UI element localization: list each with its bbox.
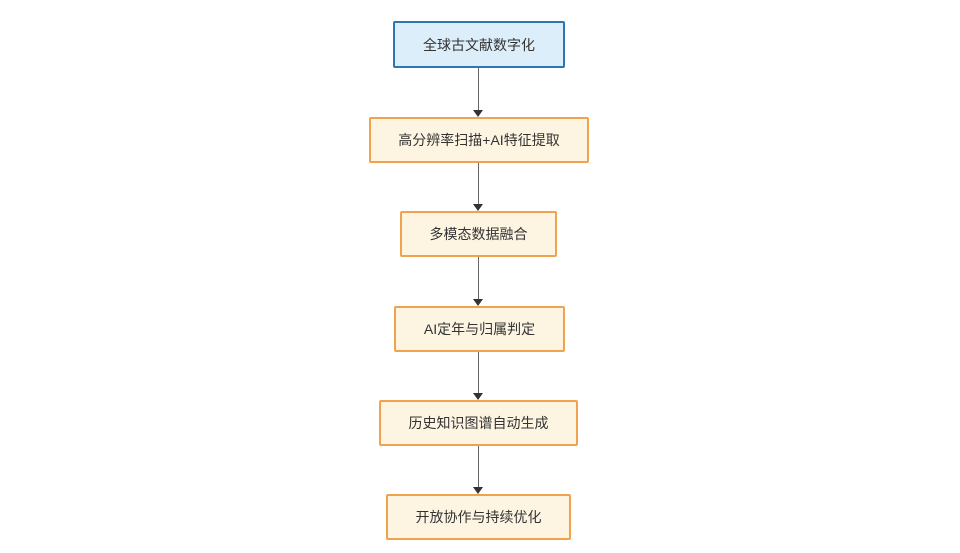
node-label: 开放协作与持续优化 [415, 509, 542, 525]
node-hires-scan-ai-feature-extraction: 高分辨率扫描+AI特征提取 [369, 117, 589, 163]
arrowhead-icon [473, 487, 483, 494]
node-label: 历史知识图谱自动生成 [408, 415, 549, 431]
arrow-line [477, 257, 479, 300]
arrow-line [477, 352, 479, 394]
node-multimodal-data-fusion: 多模态数据融合 [400, 211, 557, 257]
node-history-knowledge-graph-generation: 历史知识图谱自动生成 [379, 400, 578, 446]
flow-arrow-5 [473, 446, 483, 494]
node-label: 全球古文献数字化 [423, 36, 535, 53]
node-label: 多模态数据融合 [429, 226, 528, 242]
node-label: 高分辨率扫描+AI特征提取 [398, 132, 560, 148]
arrowhead-icon [473, 204, 483, 211]
flow-arrow-4 [473, 352, 483, 400]
arrow-line [477, 163, 479, 205]
arrowhead-icon [473, 110, 483, 117]
node-open-collaboration-continuous-optimization: 开放协作与持续优化 [386, 494, 571, 540]
node-ai-dating-attribution-judgment: AI定年与归属判定 [394, 306, 565, 352]
arrowhead-icon [473, 393, 483, 400]
arrowhead-icon [473, 299, 483, 306]
arrow-line [477, 446, 479, 488]
flow-arrow-1 [473, 68, 483, 117]
node-global-ancient-docs-digitization: 全球古文献数字化 [393, 21, 565, 68]
flow-arrow-2 [473, 163, 483, 211]
node-label: AI定年与归属判定 [423, 321, 536, 337]
flow-arrow-3 [473, 257, 483, 306]
arrow-line [477, 68, 479, 111]
